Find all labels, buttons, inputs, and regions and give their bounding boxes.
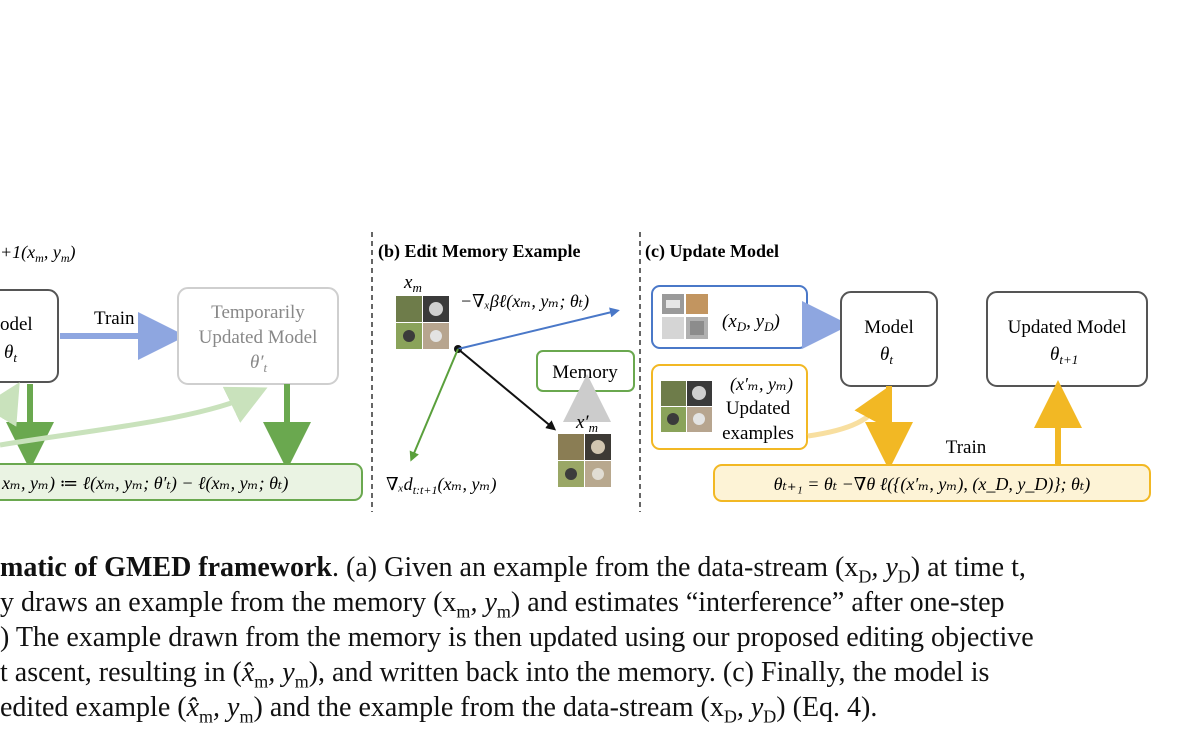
panel-a-temp-model-box bbox=[177, 287, 339, 385]
panel-a-temp-line2: Updated Model bbox=[199, 327, 318, 348]
panel-c-model-theta: θt bbox=[880, 344, 893, 367]
panel-b-xm-prime: x′m bbox=[575, 412, 598, 435]
panel-b-memory-label: Memory bbox=[552, 362, 618, 383]
panel-b-grad-d-label: ∇ₓdt:t+1(xₘ, yₘ) bbox=[386, 474, 497, 497]
panel-a-light-curve-left bbox=[0, 382, 20, 427]
panel-c-update-rule: θₜ₊₁ = θₜ −∇θ ℓ({(x′ₘ, yₘ), (x_D, y_D)};… bbox=[774, 474, 1091, 495]
panel-c-upd-pair: (x′ₘ, yₘ) bbox=[730, 374, 793, 395]
caption-line-5: edited example (x̂m, ym) and the example… bbox=[0, 692, 878, 727]
panel-a-temp-theta: θ′t bbox=[250, 352, 268, 375]
panel-a-top-formula: +1(xm, ym) bbox=[0, 242, 75, 265]
panel-b-edited-image-grid bbox=[557, 433, 611, 487]
panel-c-upd-image-grid bbox=[660, 380, 712, 432]
panel-c-updated-model-box bbox=[986, 291, 1148, 387]
panel-c-updated-line1: Updated Model bbox=[1008, 317, 1127, 338]
caption-line-4: t ascent, resulting in (x̂m, ym), and wr… bbox=[0, 657, 990, 692]
panel-c-data-image-grid bbox=[662, 294, 708, 339]
panel-c-model-label: Model bbox=[864, 317, 914, 338]
panel-c-train-label: Train bbox=[946, 437, 987, 458]
panel-c-upd-line1: Updated bbox=[726, 398, 791, 419]
panel-c-model-box bbox=[840, 291, 938, 387]
panel-b-xm: xm bbox=[403, 272, 422, 295]
panel-c-title: (c) Update Model bbox=[645, 241, 779, 262]
panel-a-temp-line1: Temporarily bbox=[211, 302, 305, 323]
panel-a-model-label: odel bbox=[0, 314, 33, 335]
panel-b-image-grid bbox=[395, 295, 449, 349]
panel-c: (c) Update Model (xD, yD) (x′ₘ, yₘ) Upda… bbox=[645, 241, 1151, 502]
caption-line-1: matic of GMED framework. (a) Given an ex… bbox=[0, 552, 1026, 587]
panel-a-light-curve bbox=[0, 386, 268, 448]
caption-line-3: ) The example drawn from the memory is t… bbox=[0, 622, 1034, 653]
panel-a-interference-box bbox=[0, 463, 363, 501]
panel-c-data-label: (xD, yD) bbox=[722, 311, 780, 334]
panel-a-model-theta: θt bbox=[4, 342, 17, 365]
panel-a-train-label: Train bbox=[94, 308, 135, 329]
gmed-figure: +1(xm, ym) odel θt Train Temporarily Upd… bbox=[0, 232, 1151, 512]
panel-c-update-rule-box bbox=[713, 464, 1151, 502]
caption-line-2: y draws an example from the memory (xm, … bbox=[0, 587, 1005, 622]
panel-a: +1(xm, ym) odel θt Train Temporarily Upd… bbox=[0, 242, 363, 501]
panel-c-updated-theta: θt+1 bbox=[1050, 344, 1078, 367]
panel-c-upd-line2: examples bbox=[722, 423, 794, 444]
panel-b-grad-label: −∇ₓβℓ(xₘ, yₘ; θₜ) bbox=[460, 291, 589, 312]
panel-b-result-arrow bbox=[457, 348, 557, 431]
panel-b: (b) Edit Memory Example xm −∇ₓβℓ(xₘ, yₘ;… bbox=[378, 241, 635, 497]
panel-c-upd-curve bbox=[807, 384, 892, 439]
panel-b-grad-arrow bbox=[457, 307, 620, 350]
panel-a-model-box bbox=[0, 289, 59, 383]
panel-b-d-arrow bbox=[409, 348, 459, 462]
panel-a-interference-text: xₘ, yₘ) ≔ ℓ(xₘ, yₘ; θ′ₜ) − ℓ(xₘ, yₘ; θₜ) bbox=[1, 473, 288, 494]
panel-b-title: (b) Edit Memory Example bbox=[378, 241, 580, 262]
